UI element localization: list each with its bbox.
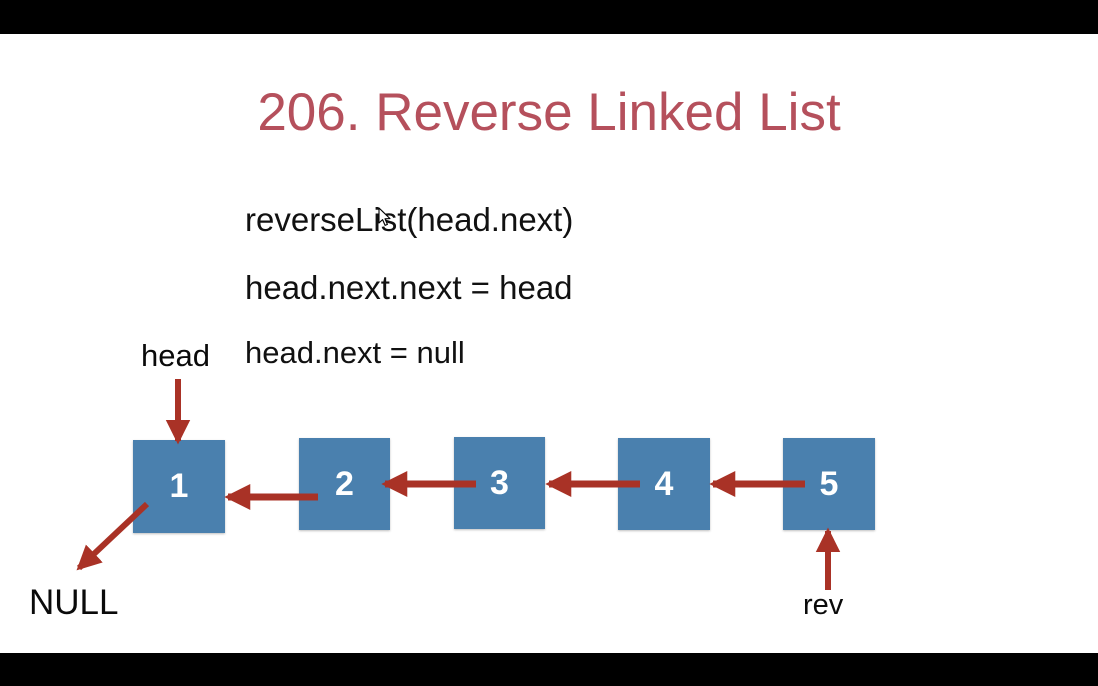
list-node-value: 3 xyxy=(490,463,509,502)
rev-label: rev xyxy=(803,589,844,621)
letterbox-top xyxy=(0,0,1098,34)
list-node-value: 2 xyxy=(335,464,354,503)
list-node-value: 1 xyxy=(169,467,189,505)
list-node-3: 3 xyxy=(454,437,545,529)
code-line-reverse-list: reverseList(head.next) xyxy=(245,201,574,238)
code-line-head-next-next: head.next.next = head xyxy=(245,269,573,306)
list-node-1: 1 xyxy=(133,440,225,533)
slide-canvas: 206. Reverse Linked List reverseList(hea… xyxy=(0,34,1098,653)
list-node-value: 4 xyxy=(654,464,674,503)
letterbox-bottom xyxy=(0,653,1098,686)
head-label: head xyxy=(141,338,210,373)
null-label: NULL xyxy=(29,583,119,622)
code-line-head-next-null: head.next = null xyxy=(245,335,465,370)
list-node-2: 2 xyxy=(299,438,390,530)
list-node-5: 5 xyxy=(783,438,875,530)
list-node-value: 5 xyxy=(819,464,839,503)
list-node-4: 4 xyxy=(618,438,710,530)
page-title: 206. Reverse Linked List xyxy=(257,83,841,142)
arrow-cursor-icon xyxy=(378,207,391,226)
